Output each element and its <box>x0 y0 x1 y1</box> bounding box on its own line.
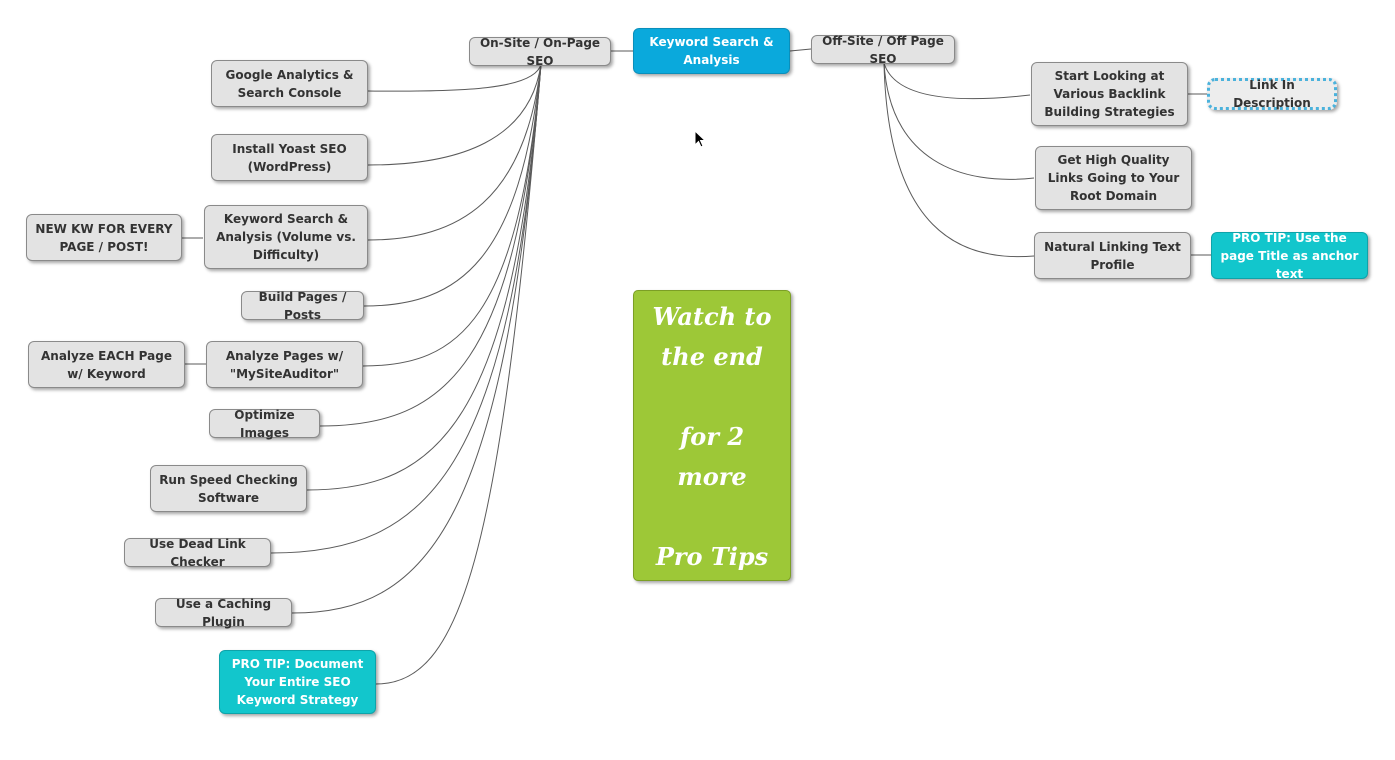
node-speed-check[interactable]: Run Speed Checking Software <box>150 465 307 512</box>
watch-to-end-banner: Watch to the end for 2 more Pro Tips <box>633 290 791 581</box>
node-optimize-images[interactable]: Optimize Images <box>209 408 320 440</box>
connector-onsite-build <box>363 63 542 307</box>
node-natural-linking[interactable]: Natural Linking Text Profile <box>1034 232 1191 279</box>
node-high-quality-links[interactable]: Get High Quality Links Going to Your Roo… <box>1035 146 1192 210</box>
connector-root-offsite <box>789 48 812 52</box>
node-install-yoast[interactable]: Install Yoast SEO (WordPress) <box>211 134 368 181</box>
connector-onsite-speed <box>306 63 542 491</box>
connector-onsite-ga <box>367 63 542 92</box>
connector-offsite-natural <box>883 62 1035 258</box>
banner-line: for 2 <box>679 422 745 451</box>
root-node[interactable]: Keyword Search & Analysis <box>633 28 790 74</box>
node-analyze-pages[interactable]: Analyze Pages w/ "MySiteAuditor" <box>206 341 363 388</box>
node-build-pages[interactable]: Build Pages / Posts <box>241 290 364 322</box>
connector-onsite-protip <box>375 63 542 685</box>
node-backlink-strategies[interactable]: Start Looking at Various Backlink Buildi… <box>1031 62 1188 126</box>
banner-line: Pro Tips <box>655 542 769 571</box>
banner-line <box>634 497 790 537</box>
mouse-cursor-icon <box>694 130 706 148</box>
connector-offsite-backlinks <box>883 62 1031 100</box>
connector-onsite-kw <box>367 63 542 241</box>
connector-onsite-analyze <box>362 63 542 367</box>
banner-line: more <box>677 462 747 491</box>
node-analyze-each[interactable]: Analyze EACH Page w/ Keyword <box>28 341 185 388</box>
connector-onsite-images <box>319 63 542 427</box>
connector-onsite-yoast <box>367 63 542 166</box>
connector-onsite-caching <box>291 63 542 614</box>
off-site-branch[interactable]: Off-Site / Off Page SEO <box>811 34 955 66</box>
node-protip-document[interactable]: PRO TIP: Document Your Entire SEO Keywor… <box>219 650 376 714</box>
banner-line: Watch to <box>652 302 772 331</box>
banner-line <box>634 377 790 417</box>
node-keyword-search[interactable]: Keyword Search & Analysis (Volume vs. Di… <box>204 205 368 269</box>
connector-onsite-deadlink <box>270 63 542 554</box>
node-protip-anchor[interactable]: PRO TIP: Use the page Title as anchor te… <box>1211 231 1368 281</box>
link-in-description[interactable]: Link In Description <box>1207 78 1337 110</box>
node-caching-plugin[interactable]: Use a Caching Plugin <box>155 597 292 629</box>
node-google-analytics[interactable]: Google Analytics & Search Console <box>211 60 368 107</box>
node-new-kw[interactable]: NEW KW FOR EVERY PAGE / POST! <box>26 214 182 261</box>
node-dead-link[interactable]: Use Dead Link Checker <box>124 537 271 569</box>
connector-offsite-quality <box>883 62 1035 180</box>
on-site-branch[interactable]: On-Site / On-Page SEO <box>469 36 611 68</box>
banner-line: the end <box>661 342 763 371</box>
